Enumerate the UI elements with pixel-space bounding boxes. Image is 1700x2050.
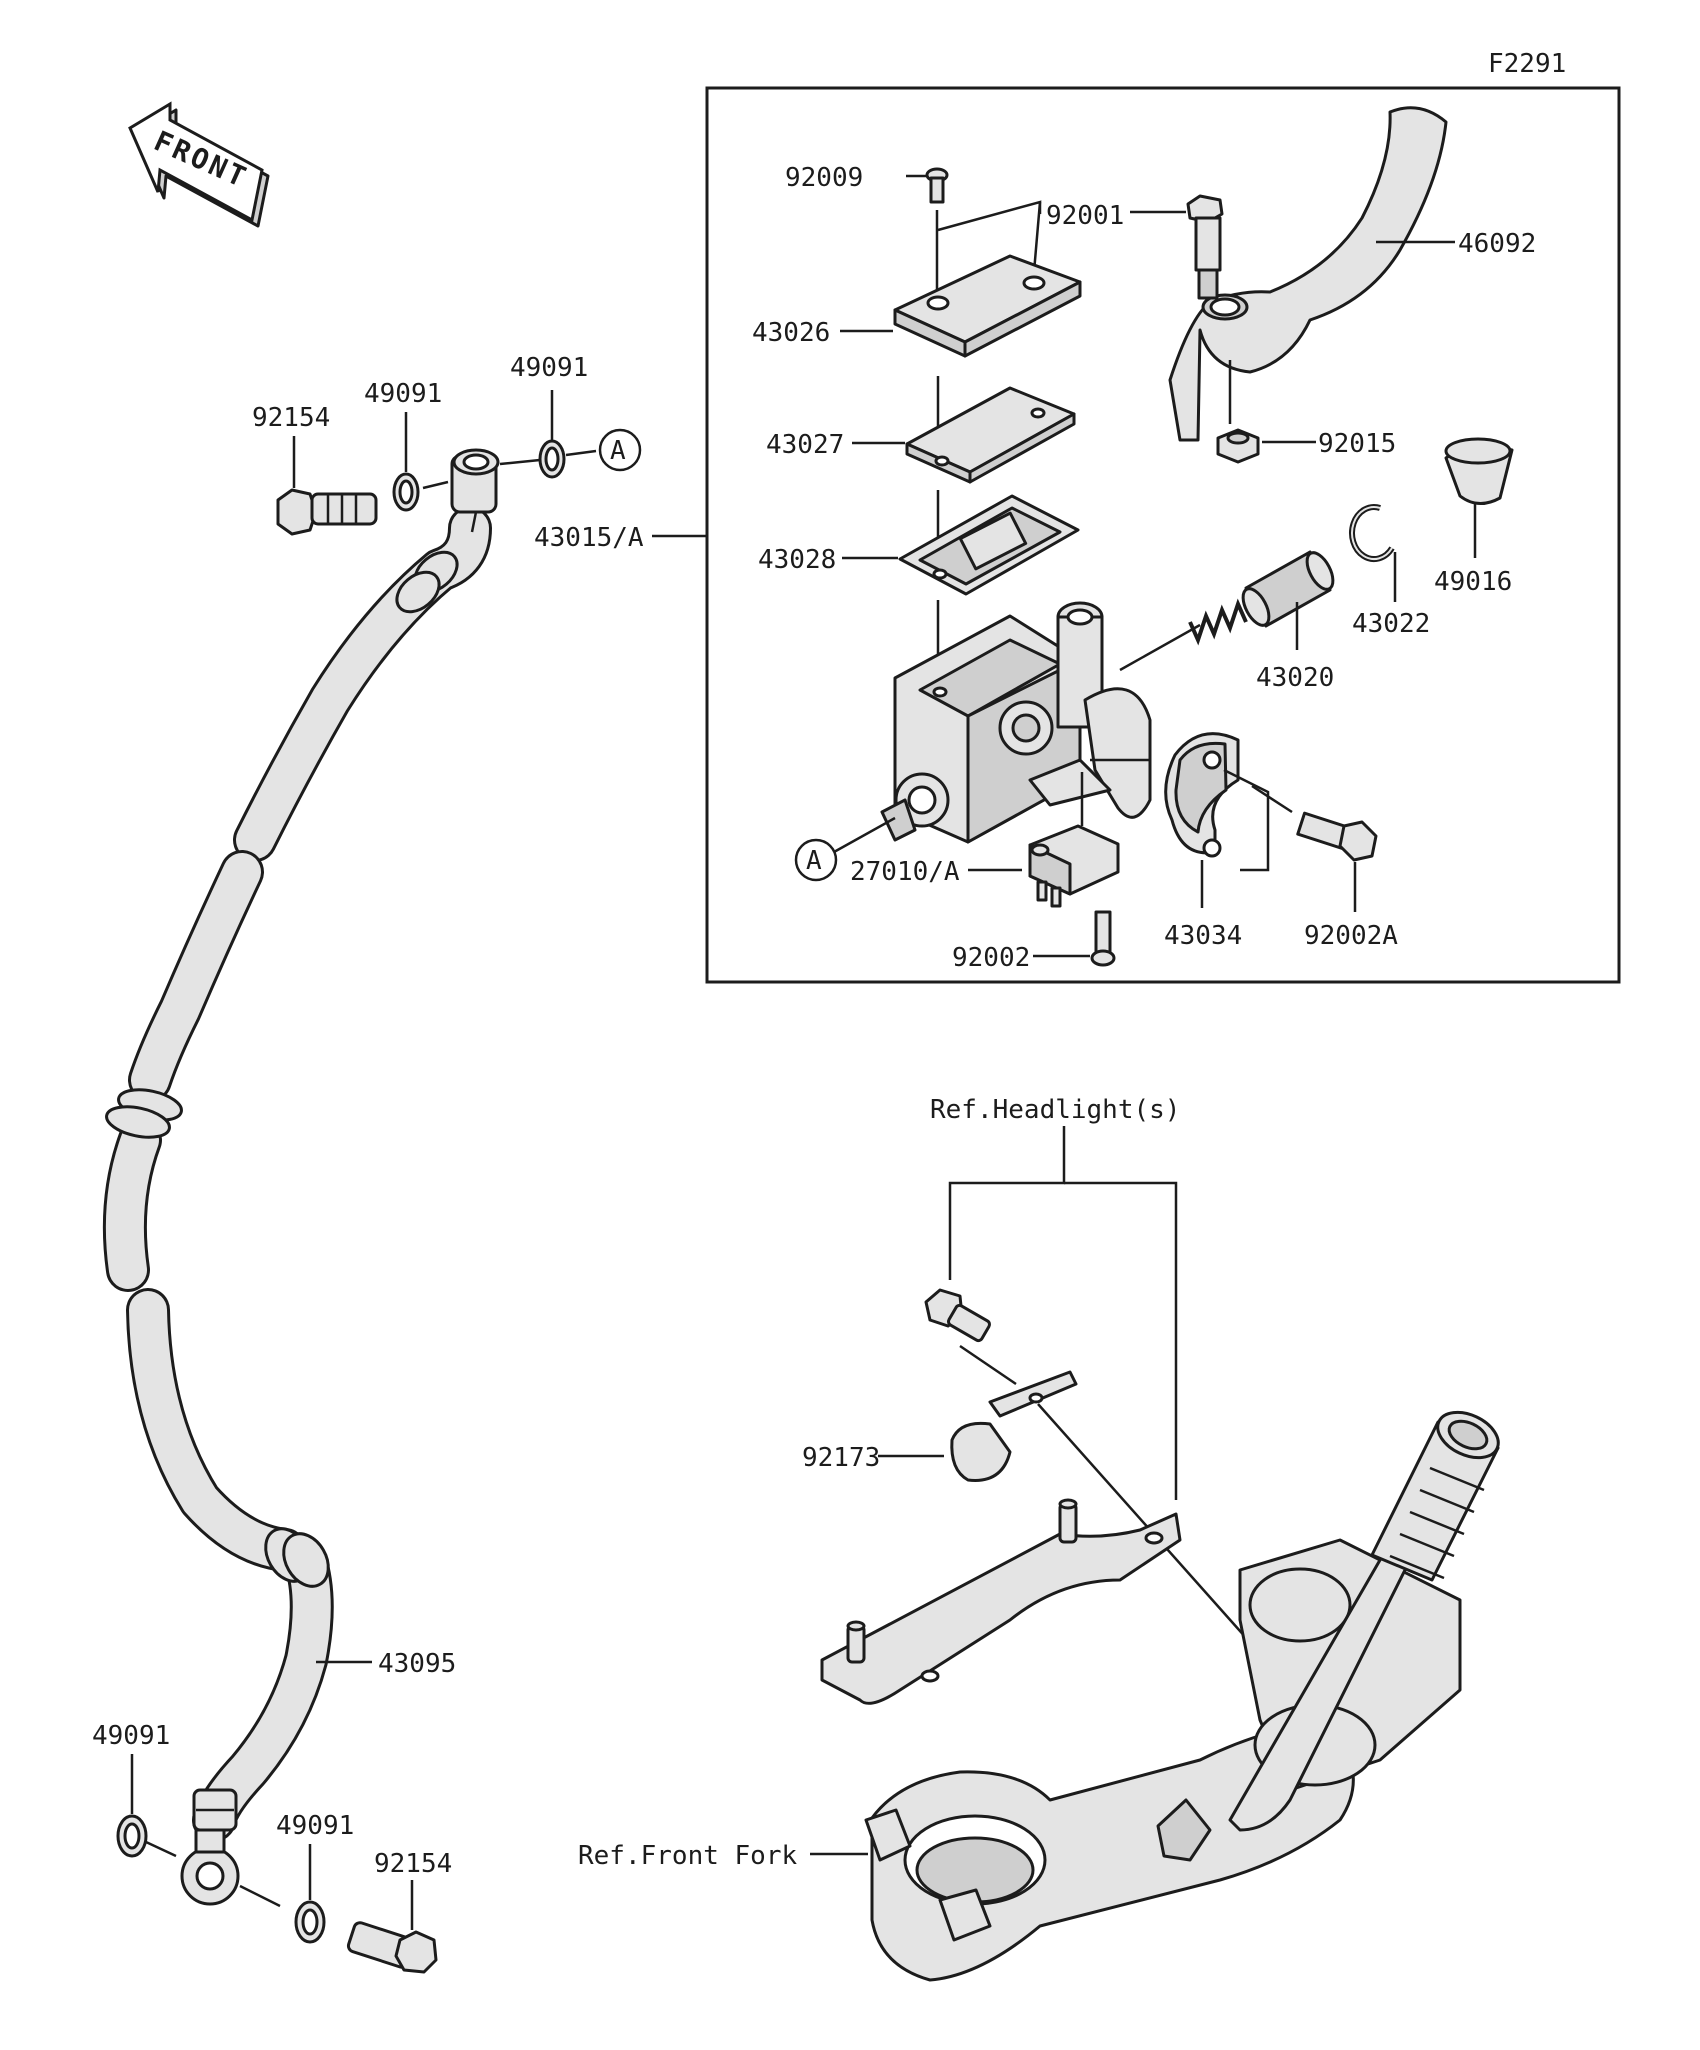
diaphragm-plate-43027 [905, 386, 1076, 484]
clamp-bolt-92002a [1296, 811, 1378, 862]
label-49016: 49016 [1434, 567, 1512, 597]
label-92002a: 92002A [1304, 921, 1398, 951]
label-27010a: 27010/A [850, 857, 960, 887]
label-43026: 43026 [752, 318, 830, 348]
clamp-holder-43034 [1164, 732, 1240, 858]
pivot-bolt-92001 [1186, 194, 1224, 300]
screw-92002 [1090, 910, 1116, 967]
master-cylinder-body [880, 601, 1152, 844]
label-43022: 43022 [1352, 609, 1430, 639]
banjo-bolt-92154-top [276, 488, 378, 536]
label-49091-top-2: 49091 [510, 353, 588, 383]
callout-a-upper-letter: A [610, 436, 626, 466]
nut-92015 [1216, 428, 1260, 464]
label-92002: 92002 [952, 943, 1030, 973]
label-43034: 43034 [1164, 921, 1242, 951]
brake-lever-46092 [1168, 106, 1448, 442]
washer-49091-top-2 [538, 439, 566, 479]
label-43020: 43020 [1256, 663, 1334, 693]
label-92154-top: 92154 [252, 403, 330, 433]
banjo-fitting-bottom [180, 1828, 240, 1906]
diaphragm-43028 [898, 494, 1080, 596]
label-43095: 43095 [378, 1649, 456, 1679]
label-49091-bottom-1: 49091 [92, 1721, 170, 1751]
label-92154-bottom: 92154 [374, 1849, 452, 1879]
screw-92009 [925, 167, 949, 204]
label-43027: 43027 [766, 430, 844, 460]
headlight-bracket [820, 1498, 1182, 1705]
hose-clamp-92173 [950, 1370, 1078, 1482]
banjo-bolt-92154-bottom [346, 1921, 438, 1974]
piston-assembly-43020 [1188, 550, 1335, 646]
circlip-43022 [1349, 504, 1395, 563]
brake-hose-43095 [102, 506, 492, 1842]
label-46092: 46092 [1458, 229, 1536, 259]
banjo-fitting-top [450, 448, 500, 533]
label-43015a: 43015/A [534, 523, 644, 553]
label-92173: 92173 [802, 1443, 880, 1473]
label-ref-front-fork: Ref.Front Fork [578, 1841, 797, 1871]
dust-boot-49016 [1444, 437, 1514, 505]
label-49091-bottom-2: 49091 [276, 1811, 354, 1841]
label-ref-headlight: Ref.Headlight(s) [930, 1095, 1180, 1125]
figure-code: F2291 [1488, 49, 1566, 79]
washer-49091-top-1 [392, 472, 420, 512]
front-arrow-icon: FRONT [128, 101, 270, 228]
callout-a-lower-letter: A [806, 846, 822, 876]
label-92001: 92001 [1046, 201, 1124, 231]
callout-a-upper: A [598, 428, 642, 472]
bolt-headlight [924, 1288, 991, 1343]
reservoir-cap-43026 [893, 254, 1082, 358]
steering-stem-triple-clamp [864, 1410, 1500, 1982]
master-cylinder-frame [705, 86, 1621, 984]
brake-switch-27010a [1028, 824, 1120, 908]
callout-a-lower: A [794, 838, 838, 882]
washer-49091-bottom-2 [294, 1900, 326, 1944]
label-92015: 92015 [1318, 429, 1396, 459]
label-43028: 43028 [758, 545, 836, 575]
label-92009: 92009 [785, 163, 863, 193]
washer-49091-bottom-1 [116, 1814, 148, 1858]
label-49091-top-1: 49091 [364, 379, 442, 409]
